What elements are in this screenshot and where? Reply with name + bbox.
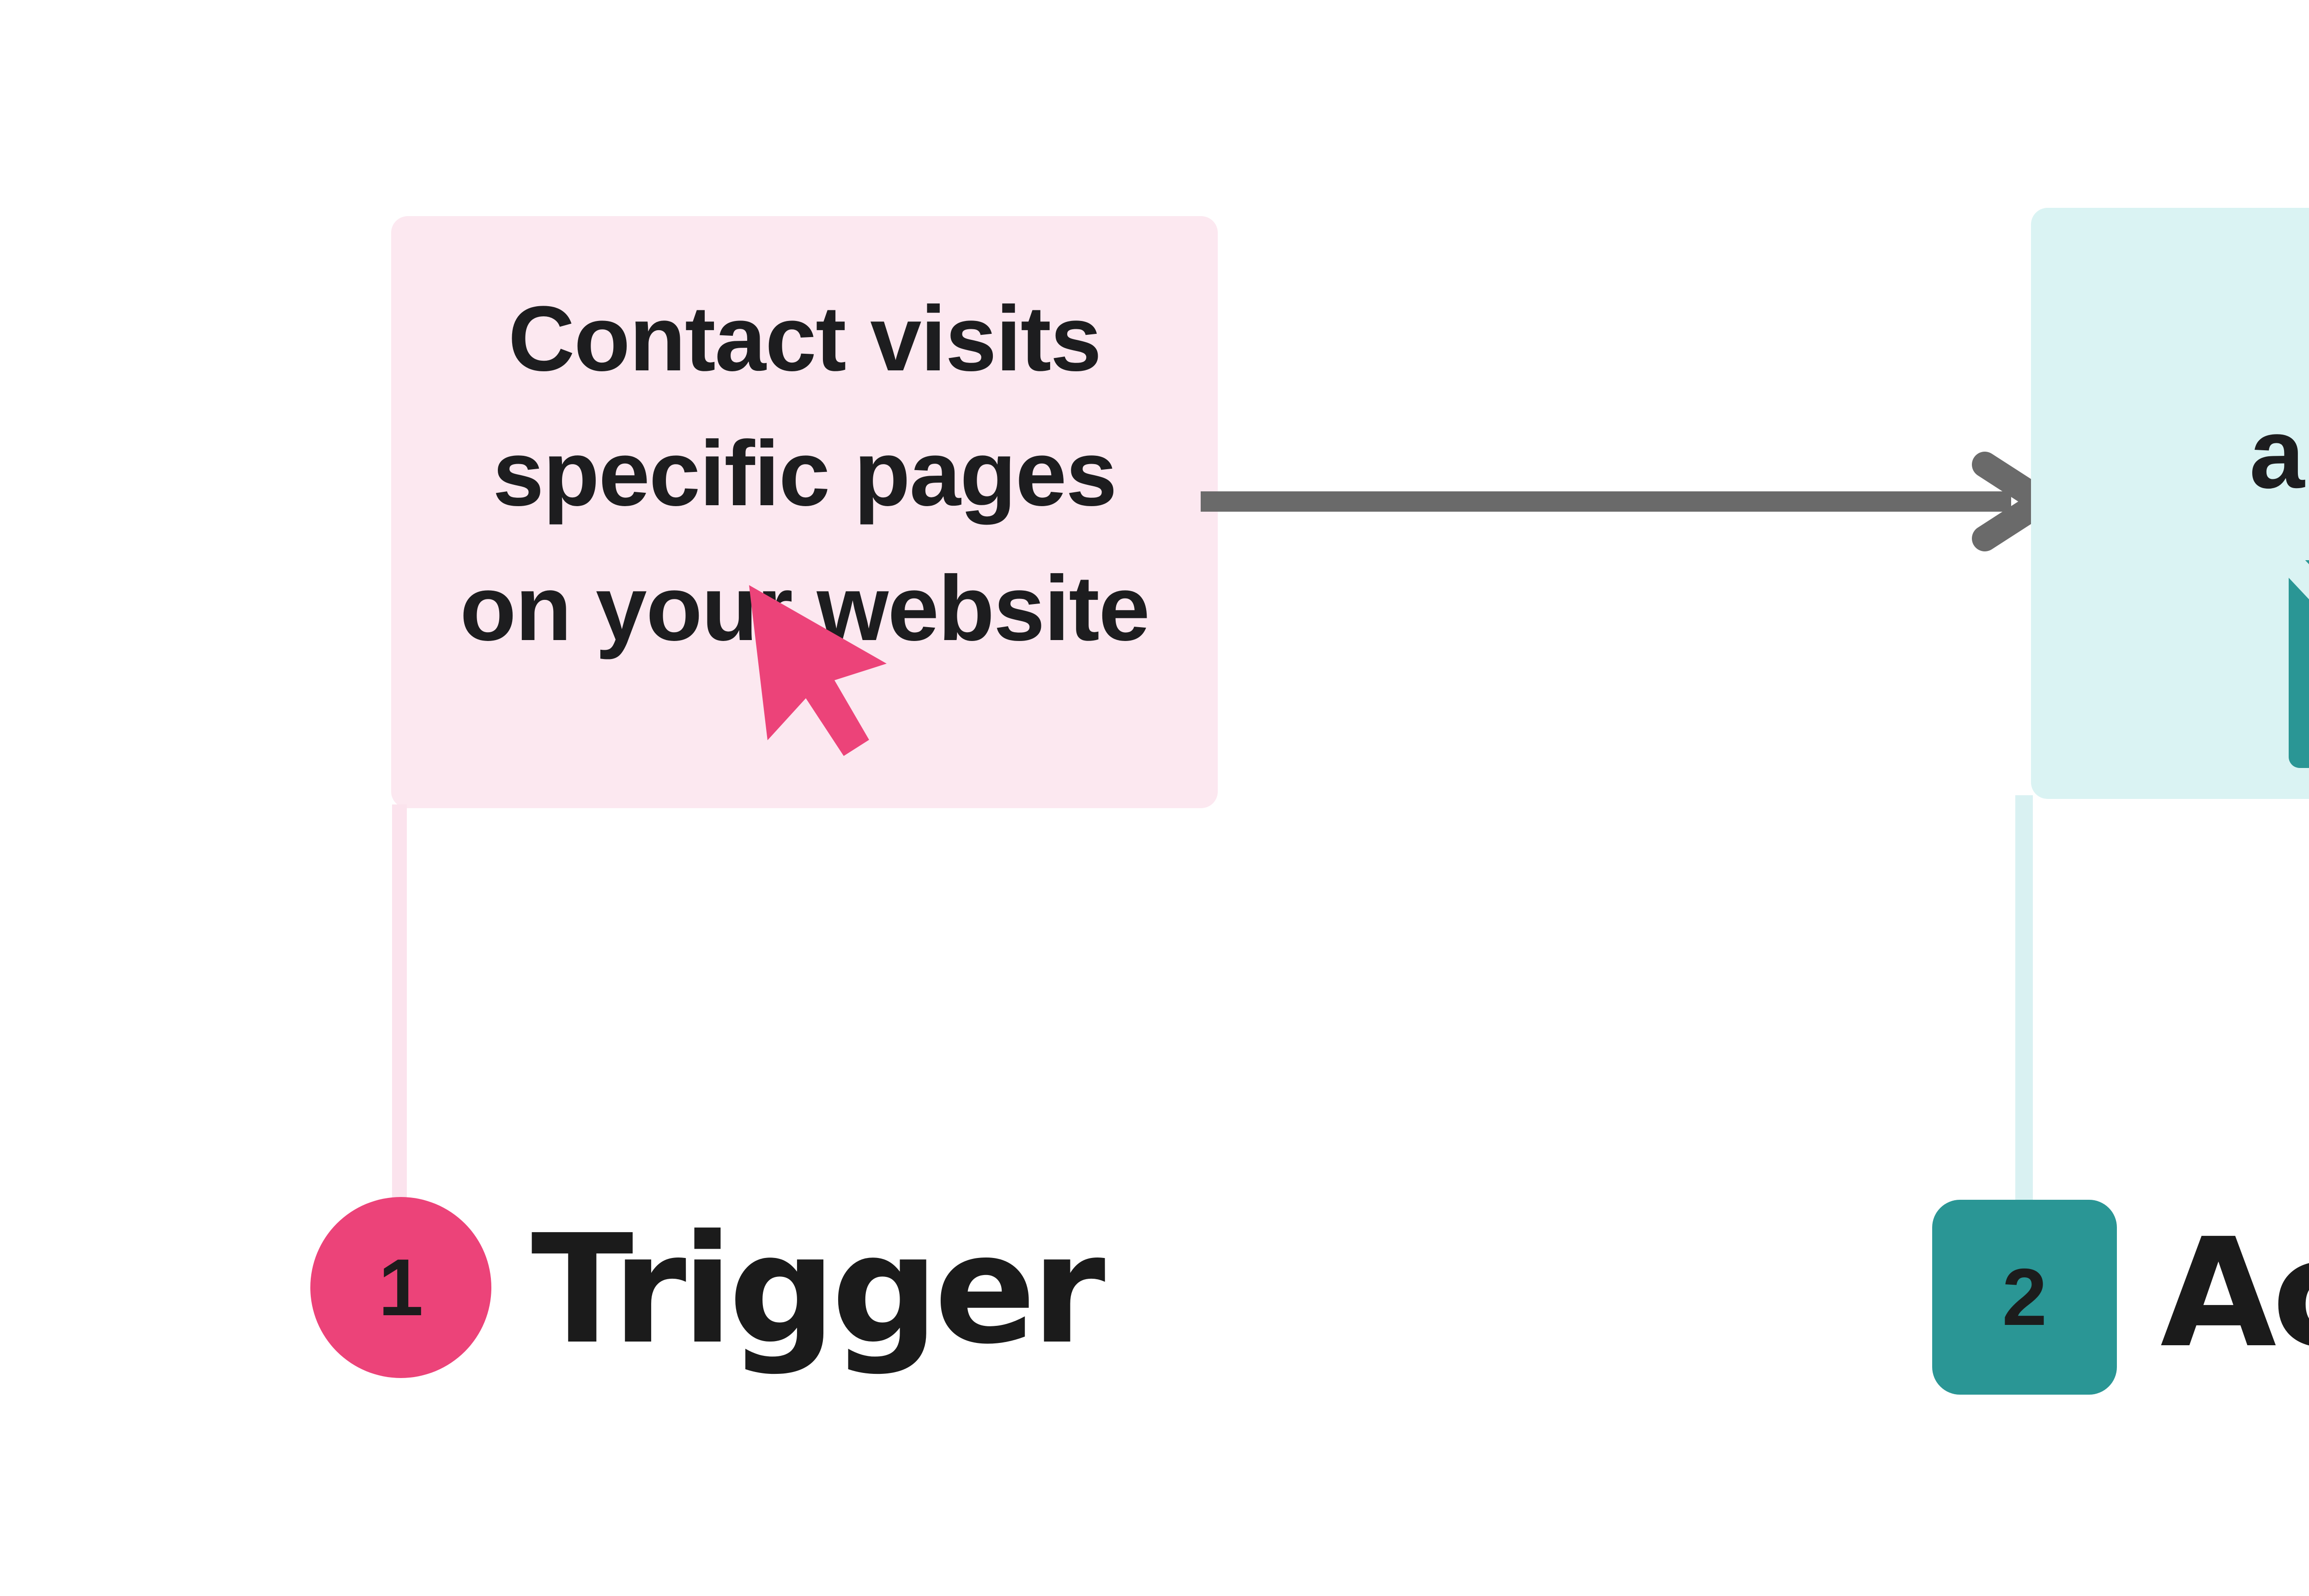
action-card-text-line: an email [2249,398,2309,509]
action-step-badge: 2 [1932,1200,2117,1395]
trigger-card-text-line: specific pages [492,422,1117,525]
trigger-step-number: 1 [378,1242,423,1333]
action-label: Action [2160,1201,2309,1385]
trigger-card-text-line: Contact visits [508,287,1101,390]
envelope-icon [2289,560,2309,768]
action-card-text: Send an email [2031,208,2309,515]
trigger-card: Contact visits specific pages on your we… [391,216,1218,808]
flow-arrow-icon [1201,452,2050,551]
trigger-label-text: Trigger [531,1202,1106,1377]
action-card: Send an email [2031,208,2309,799]
trigger-connector-line [392,804,407,1203]
cursor-pointer-icon [749,585,887,756]
trigger-step-badge: 1 [310,1197,491,1378]
action-label-text: Action [2160,1205,2309,1381]
trigger-label: Trigger [531,1197,1106,1382]
action-card-text-line: Send [2031,268,2309,392]
action-step-number: 2 [2002,1252,2047,1342]
trigger-card-text: Contact visits specific pages on your we… [391,216,1218,676]
action-connector-line [2015,795,2033,1203]
